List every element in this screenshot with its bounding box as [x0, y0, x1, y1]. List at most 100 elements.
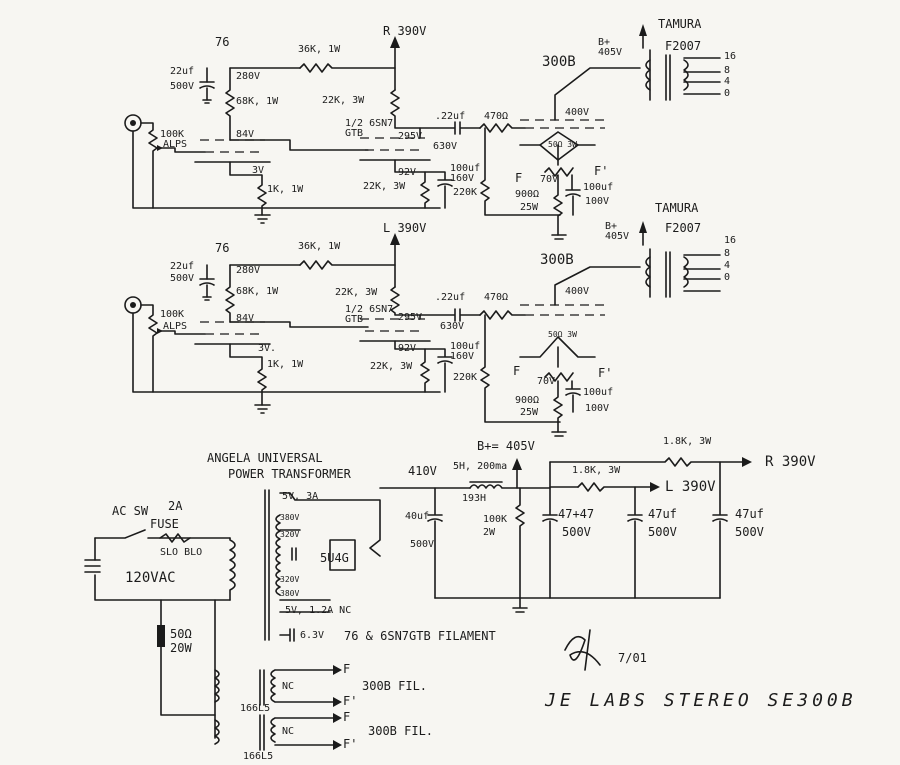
ps-switch: AC SW — [112, 504, 149, 518]
ps-rectifier: 5U4G — [320, 551, 349, 565]
ps-sec-380b: 380V — [280, 589, 300, 598]
r-xfmr-model: F2007 — [665, 39, 702, 53]
l-bplus: B+ 405V — [605, 221, 630, 242]
ps-sec-5v-nc: 5V, 1.2A NC — [285, 605, 352, 616]
ps-f2: F — [343, 710, 351, 724]
signature-date: 7/01 — [618, 651, 647, 665]
r-cap-22uf: 22uf — [170, 66, 195, 77]
l-300b: 300B — [540, 252, 574, 268]
r-tap-16: 16 — [724, 51, 737, 62]
l-fil-f: F — [513, 364, 521, 378]
r-cap-coupling: .22uf — [435, 111, 466, 122]
ps-cap-47b-v: 500V — [735, 525, 764, 539]
l-84v: 84V — [236, 313, 255, 324]
r-68k: 68K, 1W — [236, 96, 279, 107]
ps-cap-47b: 47uf — [735, 507, 764, 521]
ps-cap-40uf-v: 500V — [410, 539, 435, 550]
r-cap-100uf: 100uf — [450, 163, 481, 174]
ps-cap-4747-v: 500V — [562, 525, 591, 539]
ps-r-18k-r: 1.8K, 3W — [663, 436, 712, 447]
ps-410v: 410V — [408, 464, 437, 478]
l-6sn7: 1/2 6SN7 GTB — [345, 304, 394, 325]
r-hum-pot: 50Ω 3W — [548, 140, 577, 149]
r-fil-fp: F' — [594, 164, 609, 178]
ps-choke-part: 193H — [462, 493, 487, 504]
ps-cap-47a: 47uf — [648, 507, 677, 521]
r-220k: 220K — [453, 187, 478, 198]
r-rail: R 390V — [383, 24, 427, 38]
r-22k-plate: 22K, 3W — [322, 95, 365, 106]
l-295v: 295V — [398, 312, 423, 323]
ps-sec-63v: 6.3V — [300, 630, 325, 641]
r-84v: 84V — [236, 129, 255, 140]
l-tap-0: 0 — [724, 272, 731, 283]
l-70v: 70V — [537, 376, 556, 387]
r-92v: 92V — [398, 167, 417, 178]
ps-r-100k: 100K — [483, 514, 508, 525]
l-470: 470Ω — [484, 292, 509, 303]
r-400v: 400V — [565, 107, 590, 118]
r-tube-76: 76 — [215, 35, 230, 49]
r-300b: 300B — [542, 54, 576, 70]
ps-fuse: FUSE — [150, 517, 179, 531]
r-3v: 3V — [252, 165, 265, 176]
l-xfmr-brand: TAMURA — [655, 201, 699, 215]
l-cap-500v: 500V — [170, 273, 195, 284]
ps-fil-xfmr-1: 166L5 — [240, 703, 271, 714]
l-36k: 36K, 1W — [298, 241, 341, 252]
r-xfmr-brand: TAMURA — [658, 17, 702, 31]
ps-f1p: F' — [343, 694, 358, 708]
l-cap-630v: 630V — [440, 321, 465, 332]
ps-rail-r: R 390V — [765, 454, 816, 470]
r-cap-100uf-b: 100uf — [583, 182, 614, 193]
r-pot-100k: 100K — [160, 129, 185, 140]
l-1k: 1K, 1W — [267, 359, 304, 370]
l-cap-100uf-b: 100uf — [583, 387, 614, 398]
r-cap-100v: 100V — [585, 196, 610, 207]
channel-l-wiring — [124, 221, 721, 437]
r-36k: 36K, 1W — [298, 44, 341, 55]
r-tap-0: 0 — [724, 88, 731, 99]
r-cap-500v: 500V — [170, 81, 195, 92]
l-cap-22uf: 22uf — [170, 261, 195, 272]
r-cap-160v: 160V — [450, 173, 475, 184]
l-pot-alps: ALPS — [163, 321, 188, 332]
ps-title-2: POWER TRANSFORMER — [228, 467, 351, 481]
r-bplus: B+ 405V — [598, 37, 623, 58]
l-tap-16: 16 — [724, 235, 737, 246]
l-400v: 400V — [565, 286, 590, 297]
ps-cap-47a-v: 500V — [648, 525, 677, 539]
ps-f1: F — [343, 662, 351, 676]
r-fil-f: F — [515, 171, 523, 185]
l-68k: 68K, 1W — [236, 286, 279, 297]
l-900: 900Ω — [515, 395, 540, 406]
ps-fuse-rating: 2A — [168, 499, 183, 513]
ps-sec-5v: 5V, 3A — [282, 491, 319, 502]
ps-mains: 120VAC — [125, 570, 176, 586]
ps-f2p: F' — [343, 737, 358, 751]
ps-rail-l: L 390V — [665, 479, 716, 495]
ps-choke: 5H, 200ma — [453, 461, 508, 472]
signature-mark — [564, 629, 601, 671]
r-1k: 1K, 1W — [267, 184, 304, 195]
r-470: 470Ω — [484, 111, 509, 122]
l-pot-100k: 100K — [160, 309, 185, 320]
l-22k-cathode: 22K, 3W — [370, 361, 413, 372]
l-hum-pot: 50Ω 3W — [548, 330, 577, 339]
ps-r-18k-l: 1.8K, 3W — [572, 465, 621, 476]
ps-fil-1: 300B FIL. — [362, 679, 428, 693]
r-900: 900Ω — [515, 189, 540, 200]
ps-filament-note: 76 & 6SN7GTB FILAMENT — [344, 629, 496, 643]
r-280v: 280V — [236, 71, 261, 82]
ps-sec-320a: 320V — [280, 530, 300, 539]
r-tap-4: 4 — [724, 76, 731, 87]
r-tap-8: 8 — [724, 65, 731, 76]
ps-cap-4747: 47+47 — [558, 507, 595, 521]
l-cap-coupling: .22uf — [435, 292, 466, 303]
l-cap-100uf: 100uf — [450, 341, 481, 352]
ps-r-100k-w: 2W — [483, 527, 496, 538]
r-22k-cathode: 22K, 3W — [363, 181, 406, 192]
l-xfmr-model: F2007 — [665, 221, 702, 235]
